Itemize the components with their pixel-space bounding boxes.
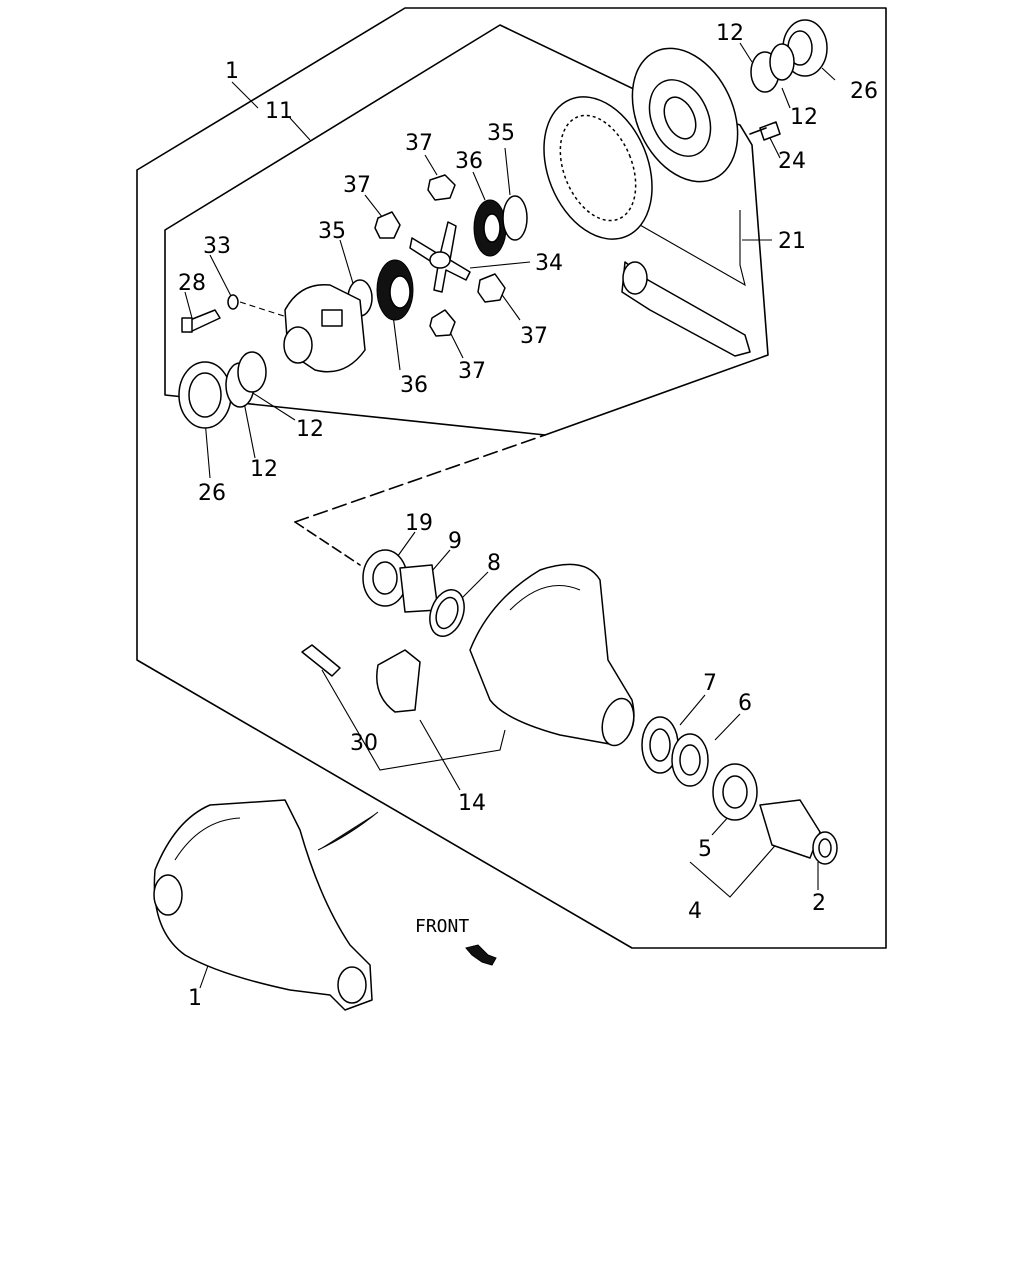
pinion-gear-37-b xyxy=(374,211,401,239)
label-1-top: 1 xyxy=(225,59,239,84)
label-28: 28 xyxy=(178,271,206,296)
differential-case-flange xyxy=(631,47,739,183)
label-14: 14 xyxy=(458,791,486,816)
front-arrow-icon xyxy=(465,944,497,966)
differential-case xyxy=(283,283,366,373)
label-21: 21 xyxy=(778,229,806,254)
label-7: 7 xyxy=(703,671,717,696)
bearing-cap-14 xyxy=(376,649,421,713)
label-30: 30 xyxy=(350,731,378,756)
label-9: 9 xyxy=(448,529,462,554)
oil-seal-5 xyxy=(712,763,758,821)
label-37-d: 37 xyxy=(458,359,486,384)
label-1-bottom: 1 xyxy=(188,986,202,1011)
pinion-gear-37-a xyxy=(427,174,456,201)
bearing-26-left xyxy=(178,361,232,429)
washer-33 xyxy=(227,294,239,310)
label-26-left: 26 xyxy=(198,481,226,506)
pinion-gear-37-c xyxy=(477,273,506,303)
bolt-30 xyxy=(301,644,341,677)
label-24: 24 xyxy=(778,149,806,174)
label-12-top-left: 12 xyxy=(716,21,744,46)
label-37-b: 37 xyxy=(343,173,371,198)
ring-gear xyxy=(543,96,653,240)
drive-pinion-21 xyxy=(621,261,751,357)
bearing-7 xyxy=(641,716,679,774)
housing-group-outline xyxy=(294,434,546,523)
label-36-b: 36 xyxy=(400,373,428,398)
label-35-a: 35 xyxy=(487,121,515,146)
carrier-housing xyxy=(469,563,635,747)
label-34: 34 xyxy=(535,251,563,276)
label-37-c: 37 xyxy=(520,324,548,349)
label-26-top: 26 xyxy=(850,79,878,104)
side-gear-36-top xyxy=(473,199,507,257)
shim-8 xyxy=(429,589,465,637)
assembly-11-outline xyxy=(164,24,769,436)
label-6: 6 xyxy=(738,691,752,716)
bearing-19 xyxy=(362,549,408,607)
label-12-top-right: 12 xyxy=(790,105,818,130)
front-label: FRONT xyxy=(415,916,469,937)
shim-12-left xyxy=(225,351,267,408)
flange-4 xyxy=(759,799,821,859)
label-5: 5 xyxy=(698,837,712,862)
label-12-left-a: 12 xyxy=(296,417,324,442)
label-37-a: 37 xyxy=(405,131,433,156)
label-19: 19 xyxy=(405,511,433,536)
label-33: 33 xyxy=(203,234,231,259)
label-12-left-b: 12 xyxy=(250,457,278,482)
seal-6 xyxy=(671,733,709,787)
label-11: 11 xyxy=(265,99,293,124)
bolt-24 xyxy=(749,121,781,141)
pinion-gear-37-d xyxy=(429,309,456,337)
assembly-1-outline xyxy=(136,7,887,949)
bolt-28 xyxy=(181,309,221,333)
label-35-b: 35 xyxy=(318,219,346,244)
assembled-differential xyxy=(153,799,379,1011)
thrust-washer-35-top xyxy=(502,195,528,241)
label-2: 2 xyxy=(812,891,826,916)
label-4: 4 xyxy=(688,899,702,924)
side-gear-36-bottom xyxy=(376,259,414,321)
nut-2 xyxy=(812,831,838,865)
label-8: 8 xyxy=(487,551,501,576)
spider-34 xyxy=(409,221,471,293)
shim-12-top xyxy=(750,43,795,93)
label-36-a: 36 xyxy=(455,149,483,174)
